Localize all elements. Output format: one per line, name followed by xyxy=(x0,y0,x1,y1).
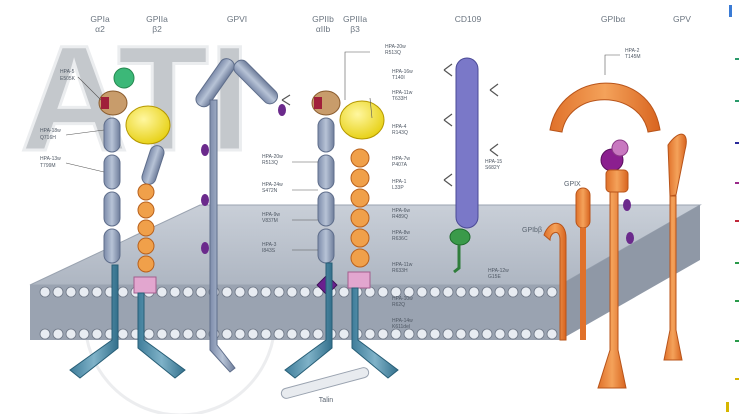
right-edge-marks xyxy=(726,5,739,412)
annotation-text: T140I xyxy=(392,75,405,81)
header-gpia: GPIa xyxy=(90,14,110,24)
annotation-text: S472N xyxy=(262,188,278,194)
label-talin: Talin xyxy=(319,397,334,404)
annotation-text: R636C xyxy=(392,236,408,242)
annotation-text: HPA-13w xyxy=(40,156,61,162)
gpiia-beta-propeller xyxy=(126,106,170,144)
annotation-text: P407A xyxy=(392,162,408,168)
annotation-text: E505K xyxy=(60,76,76,82)
annotation-text: K611del xyxy=(392,324,410,330)
annotation-text: HPA-18w xyxy=(40,128,61,134)
annotation-text: R513Q xyxy=(262,160,278,166)
header-gpia-sub: α2 xyxy=(95,24,105,34)
header-gpiib: GPIIb xyxy=(312,14,334,24)
annotation-text: T633H xyxy=(392,96,407,102)
annotation-text: I843S xyxy=(262,248,276,254)
header-gpvi: GPVI xyxy=(227,14,247,24)
header-cd109: CD109 xyxy=(455,14,482,24)
annotation-text: L33P xyxy=(392,185,404,191)
header-gpiib-sub: αIIb xyxy=(316,24,331,34)
header-gpiia-left: GPIIa xyxy=(146,14,168,24)
label-gpix: GPIX xyxy=(564,181,581,188)
header-gpiba: GPIbα xyxy=(601,14,625,24)
annotation-text: T799M xyxy=(40,163,56,169)
annotation-text: R489Q xyxy=(392,214,408,220)
annotation-text: T145M xyxy=(625,54,641,60)
annotation-text: R62Q xyxy=(392,302,405,308)
annotation-text: G15E xyxy=(488,274,501,280)
annotation-text: Q716H xyxy=(40,135,56,141)
header-gpv: GPV xyxy=(673,14,691,24)
annotation-text: R633H xyxy=(392,268,408,274)
annotation-text: R513Q xyxy=(385,50,401,56)
header-gpiiia: GPIIIa xyxy=(343,14,367,24)
label-gpibb: GPIbβ xyxy=(522,227,542,234)
annotation-text: S682Y xyxy=(485,165,501,171)
annotation-text: HPA-5 xyxy=(60,69,75,75)
annotation-text: R143Q xyxy=(392,130,408,136)
annotation-text: V837M xyxy=(262,218,278,224)
header-gpiia-left-sub: β2 xyxy=(152,24,162,34)
header-gpiiia-sub: β3 xyxy=(350,24,360,34)
gpia-i-domain xyxy=(114,68,134,88)
